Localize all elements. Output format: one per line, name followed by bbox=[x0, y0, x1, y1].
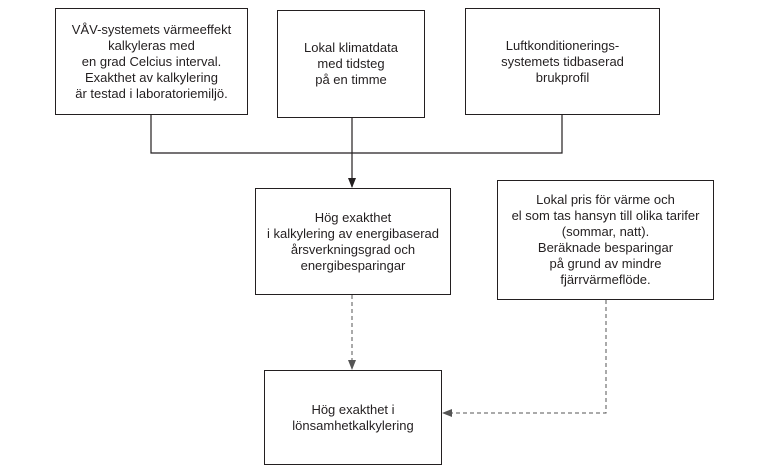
node-line: är testad i laboratoriemiljö. bbox=[75, 85, 228, 101]
node-line: lönsamhetkalkylering bbox=[292, 417, 414, 433]
node-line: brukprofil bbox=[535, 69, 590, 85]
node-local-climate-data: Lokal klimatdata med tidsteg på en timme bbox=[277, 10, 425, 118]
node-line: årsverkningsgrad och bbox=[290, 241, 416, 257]
node-energy-accuracy: Hög exakthet i kalkylering av energibase… bbox=[255, 188, 451, 295]
node-text: VÅV-systemets värmeeffekt kalkyleras med… bbox=[72, 22, 231, 102]
node-line: i kalkylering av energibaserad bbox=[267, 225, 439, 241]
node-text: Luftkonditionerings- systemets tidbasera… bbox=[501, 38, 624, 86]
node-text: Hög exakthet i lönsamhetkalkylering bbox=[292, 402, 413, 434]
connector-c-to-d bbox=[352, 115, 563, 154]
node-heat-output-calculation: VÅV-systemets värmeeffekt kalkyleras med… bbox=[55, 8, 248, 115]
node-line: systemets tidbaserad bbox=[501, 53, 624, 69]
node-line: kalkyleras med bbox=[108, 37, 195, 53]
node-line: Hög exakthet bbox=[314, 209, 392, 225]
node-line: Lokal klimatdata bbox=[304, 40, 398, 55]
node-line: Lokal pris för värme och bbox=[536, 192, 675, 207]
node-line: VÅV-systemets värmeeffekt bbox=[71, 21, 232, 37]
node-line: Hög exakthet i bbox=[311, 401, 395, 417]
node-local-prices: Lokal pris för värme och el som tas hans… bbox=[497, 180, 714, 300]
node-line: Beräknade besparingar bbox=[537, 240, 674, 255]
node-line: el som tas hansyn till olika tarifer bbox=[511, 208, 700, 223]
node-line: energibesparingar bbox=[300, 257, 406, 273]
node-usage-profile: Luftkonditionerings- systemets tidbasera… bbox=[465, 8, 660, 115]
node-text: Lokal klimatdata med tidsteg på en timme bbox=[304, 40, 398, 88]
node-line: med tidsteg bbox=[317, 56, 385, 71]
node-profitability-accuracy: Hög exakthet i lönsamhetkalkylering bbox=[264, 370, 442, 465]
node-text: Lokal pris för värme och el som tas hans… bbox=[512, 192, 700, 288]
node-line: Luftkonditionerings- bbox=[505, 37, 620, 53]
node-line: på grund av mindre bbox=[549, 256, 662, 271]
node-text: Hög exakthet i kalkylering av energibase… bbox=[267, 210, 439, 274]
connector-e-to-f bbox=[442, 300, 607, 417]
node-line: på en timme bbox=[315, 72, 387, 87]
node-line: Exakthet av kalkylering bbox=[85, 69, 218, 85]
connector-a-to-d bbox=[150, 115, 352, 154]
node-line: (sommar, natt). bbox=[561, 224, 650, 239]
node-line: fjärrvärmeflöde. bbox=[560, 272, 651, 287]
node-line: en grad Celcius interval. bbox=[81, 53, 222, 69]
